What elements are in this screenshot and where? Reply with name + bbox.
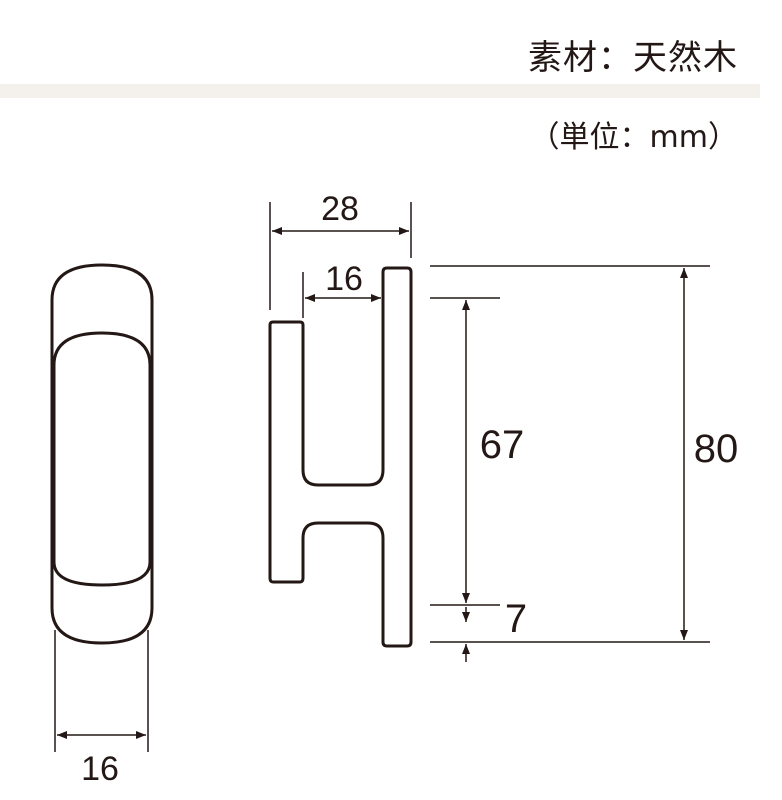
side-gap-dimension	[302, 272, 381, 318]
total-height-dimension	[430, 265, 710, 640]
header-divider-band	[0, 84, 760, 98]
front-view-outline	[50, 263, 154, 645]
side-depth-label: 28	[321, 190, 359, 228]
front-view-inner-face	[52, 331, 152, 587]
inner-height-label: 67	[480, 423, 525, 467]
unit-label: （単位：mm）	[529, 120, 738, 155]
bottom-offset-dimension	[430, 607, 710, 662]
front-width-label: 16	[81, 750, 119, 788]
front-width-dimension	[54, 630, 149, 752]
inner-height-dimension	[430, 297, 500, 606]
side-gap-label: 16	[325, 260, 363, 298]
bottom-offset-label: 7	[505, 597, 527, 641]
material-label: 素材：天然木	[528, 38, 738, 78]
total-height-label: 80	[694, 427, 739, 471]
side-depth-dimension	[269, 202, 412, 310]
front-view	[50, 263, 154, 645]
side-view-outline	[268, 266, 413, 648]
